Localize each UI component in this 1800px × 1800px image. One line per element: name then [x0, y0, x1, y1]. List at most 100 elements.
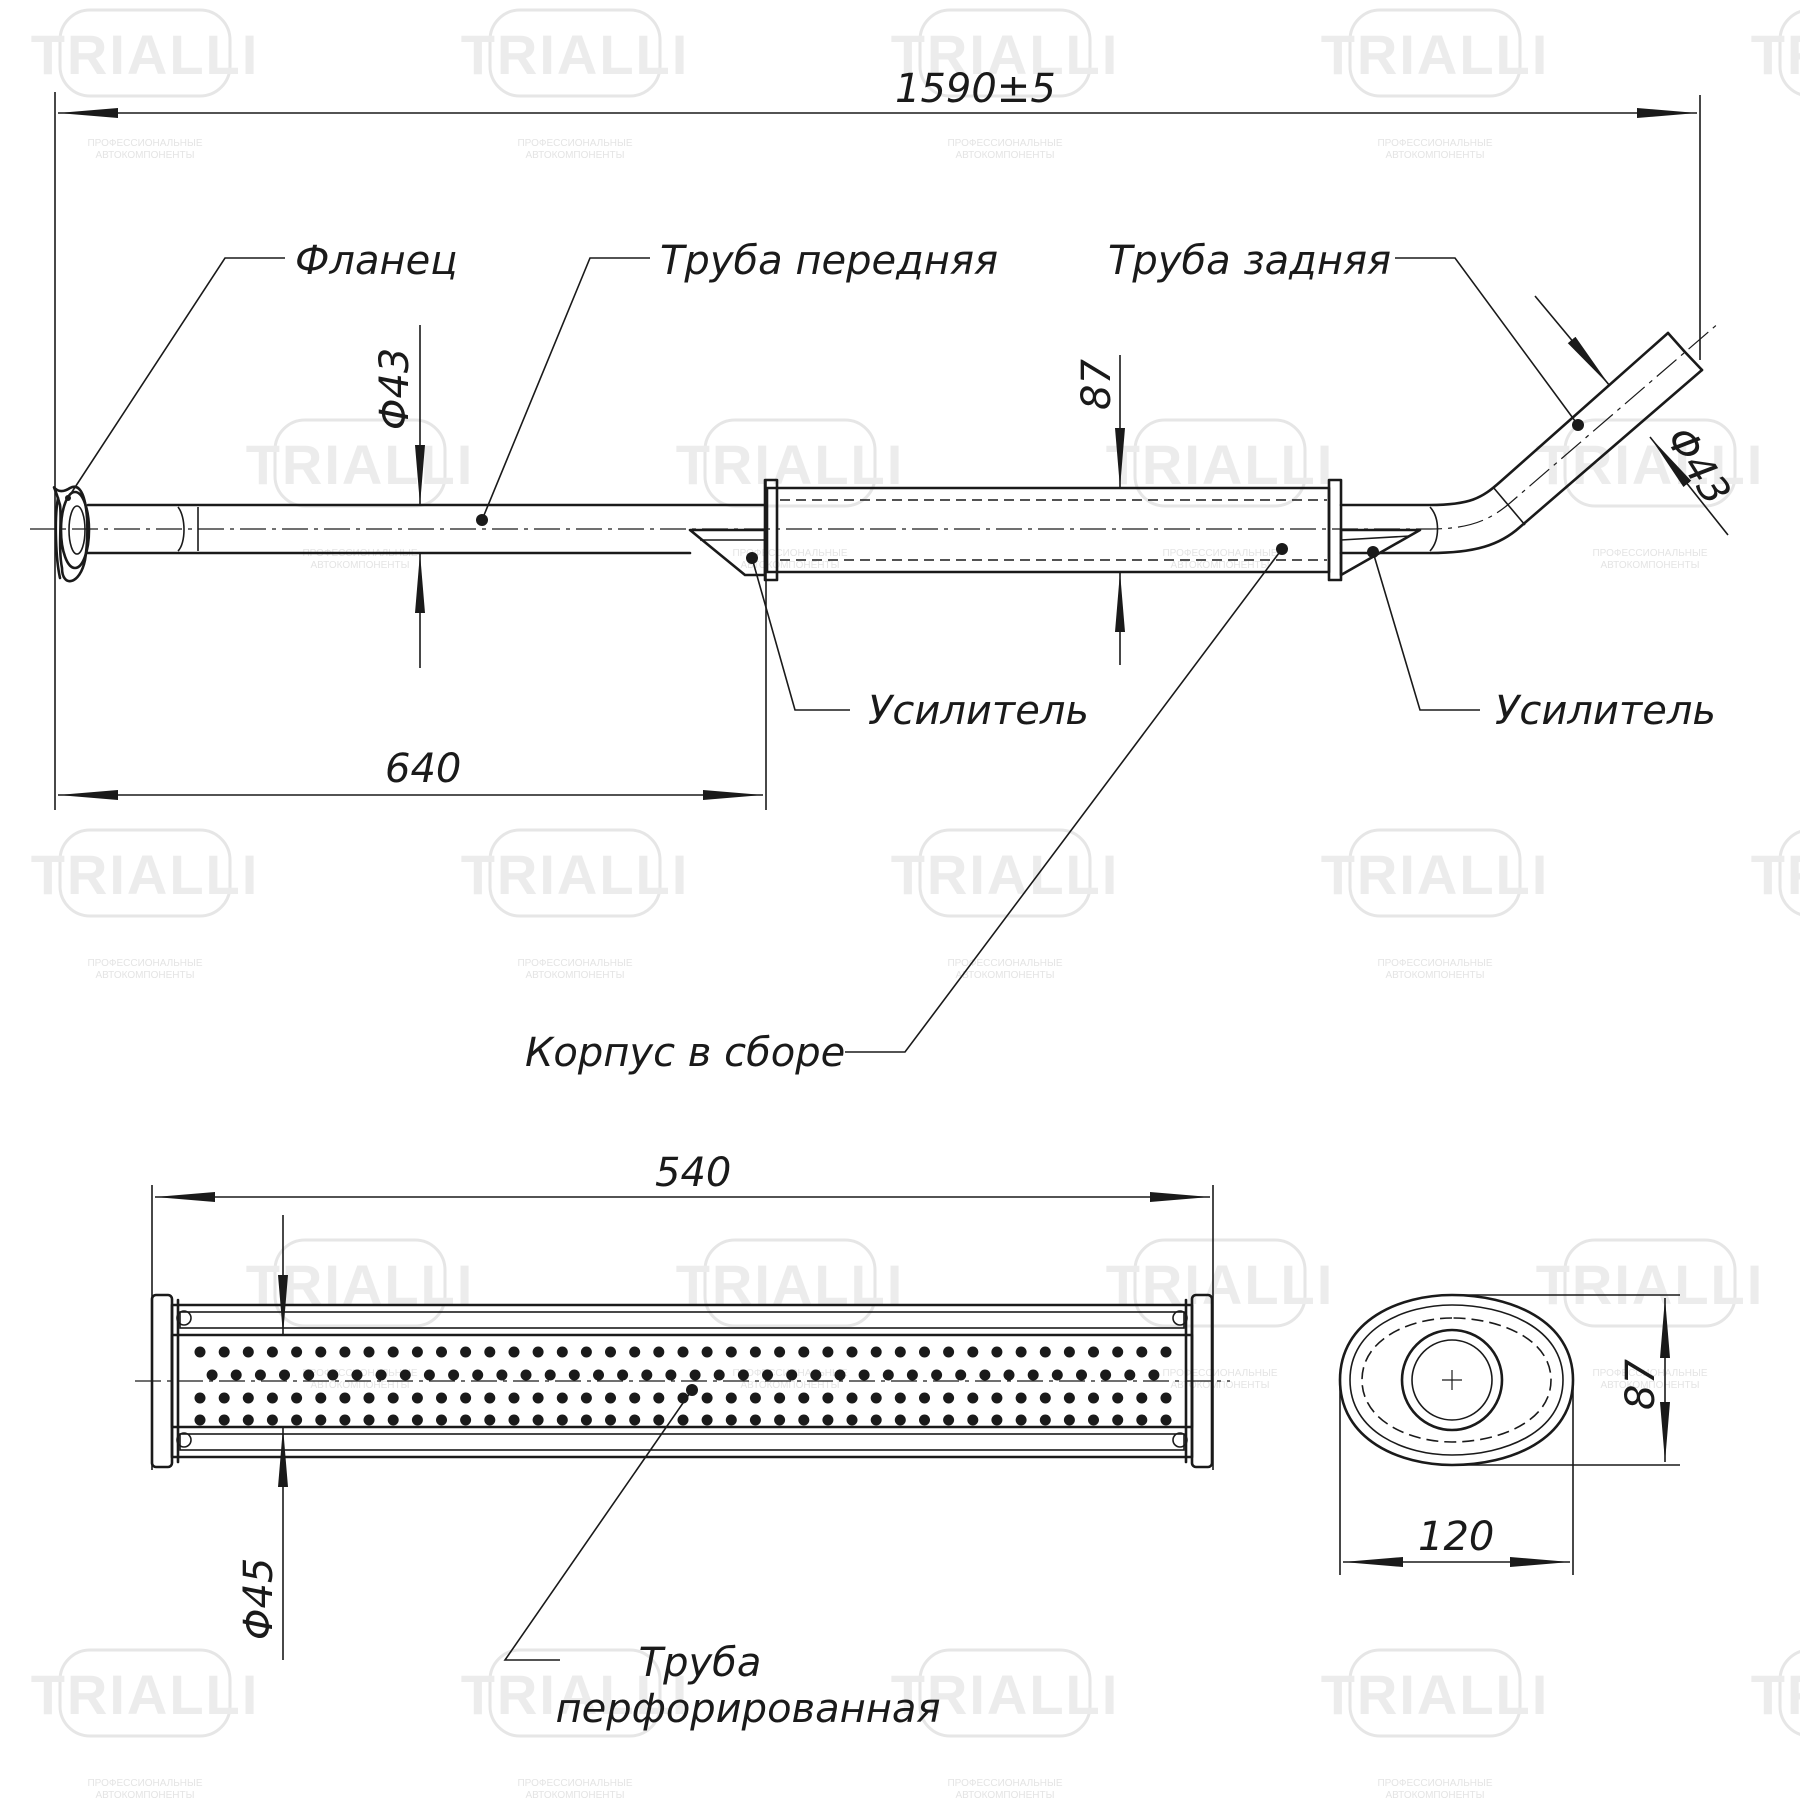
watermark-subtext: ПРОФЕССИОНАЛЬНЫЕ — [947, 138, 1062, 149]
perforation-hole — [291, 1414, 303, 1426]
perforation-hole — [846, 1392, 858, 1404]
watermark-text: TRIALLI — [1321, 843, 1550, 906]
perforation-hole — [725, 1392, 737, 1404]
perforation-hole — [532, 1392, 544, 1404]
label-reinforcement-left: Усилитель — [868, 688, 1089, 734]
perforation-hole — [556, 1392, 568, 1404]
upper-assembly-view: Фланец Труба передняя Труба задняя Усили… — [30, 66, 1739, 1076]
watermark-subtext: ПРОФЕССИОНАЛЬНЫЕ — [1377, 138, 1492, 149]
perforation-hole — [544, 1369, 556, 1381]
perforation-hole — [580, 1392, 592, 1404]
perforation-hole — [967, 1414, 979, 1426]
label-perforated-line1: Труба — [639, 1640, 762, 1686]
watermark-subtext: ПРОФЕССИОНАЛЬНЫЕ — [732, 548, 847, 559]
watermark-subtext: АВТОКОМПОНЕНТЫ — [1386, 970, 1485, 981]
perforation-hole — [774, 1392, 786, 1404]
perforation-hole — [822, 1392, 834, 1404]
watermark-text: TRIALLI — [31, 1663, 260, 1726]
perforation-hole — [677, 1392, 689, 1404]
perforation-hole — [194, 1414, 206, 1426]
perforation-hole — [556, 1346, 568, 1358]
perforation-hole — [436, 1414, 447, 1426]
watermark-text: TRIALLI — [1321, 23, 1550, 86]
watermark-text: TRIALLI — [246, 1253, 475, 1316]
perforation-hole — [1063, 1414, 1075, 1426]
perforation-hole — [1063, 1392, 1075, 1404]
perforation-hole — [484, 1392, 496, 1404]
perforation-hole — [1088, 1392, 1099, 1404]
perforation-hole — [242, 1392, 254, 1404]
perforation-hole — [943, 1414, 955, 1426]
perforation-holes — [194, 1346, 1172, 1426]
watermark-text: TRIALLI — [1536, 433, 1765, 496]
front-pipe-part — [86, 503, 767, 555]
perforation-hole — [919, 1414, 930, 1426]
perforation-hole — [206, 1369, 218, 1381]
reinforcement-left-part — [688, 528, 767, 577]
perforation-hole — [387, 1346, 399, 1358]
watermark-subtext: АВТОКОМПОНЕНТЫ — [741, 560, 840, 571]
watermark-subtext: АВТОКОМПОНЕНТЫ — [741, 1380, 840, 1391]
perforation-hole — [1027, 1369, 1039, 1381]
perforation-hole — [1112, 1392, 1124, 1404]
perforation-hole — [242, 1414, 254, 1426]
perforation-hole — [617, 1369, 629, 1381]
perforation-hole — [448, 1369, 460, 1381]
perforation-hole — [641, 1369, 653, 1381]
perforation-hole — [991, 1414, 1003, 1426]
perforation-hole — [508, 1346, 520, 1358]
perforation-hole — [1148, 1369, 1160, 1381]
perforation-hole — [943, 1392, 955, 1404]
perforation-hole — [701, 1392, 713, 1404]
watermark-text: TRIALLI — [891, 23, 1120, 86]
perforation-hole — [363, 1346, 375, 1358]
perforation-hole — [339, 1346, 351, 1358]
perforation-hole — [749, 1346, 761, 1358]
perforation-hole — [339, 1392, 351, 1404]
perforation-hole — [1112, 1346, 1124, 1358]
perforation-hole — [677, 1414, 689, 1426]
housing-part — [763, 478, 1343, 582]
perforation-hole — [629, 1414, 641, 1426]
watermark-subtext: ПРОФЕССИОНАЛЬНЫЕ — [947, 958, 1062, 969]
perforation-hole — [822, 1346, 834, 1358]
perforation-hole — [882, 1369, 894, 1381]
perforation-hole — [1015, 1414, 1027, 1426]
perforation-hole — [266, 1414, 278, 1426]
watermark-text: TRIALLI — [1751, 23, 1800, 86]
perforation-hole — [858, 1369, 870, 1381]
watermark-subtext: ПРОФЕССИОНАЛЬНЫЕ — [87, 138, 202, 149]
perforation-hole — [351, 1369, 363, 1381]
perforation-hole — [1160, 1346, 1172, 1358]
watermark-text: TRIALLI — [31, 23, 260, 86]
perforation-hole — [1015, 1346, 1027, 1358]
perforation-hole — [1112, 1414, 1124, 1426]
perforation-hole — [967, 1392, 979, 1404]
perforation-hole — [1136, 1392, 1148, 1404]
perforation-hole — [629, 1392, 641, 1404]
perforation-hole — [713, 1369, 725, 1381]
perforation-hole — [580, 1414, 592, 1426]
dim-front-pipe-diameter: Φ43 — [372, 348, 418, 430]
perforation-hole — [1088, 1414, 1099, 1426]
perforation-hole — [315, 1414, 327, 1426]
watermark-subtext: ПРОФЕССИОНАЛЬНЫЕ — [517, 138, 632, 149]
perforation-hole — [967, 1346, 979, 1358]
watermark-text: TRIALLI — [1751, 843, 1800, 906]
perforation-hole — [363, 1392, 375, 1404]
perforation-hole — [593, 1369, 604, 1381]
perforation-hole — [532, 1346, 544, 1358]
perforation-hole — [749, 1414, 761, 1426]
watermark-subtext: ПРОФЕССИОНАЛЬНЫЕ — [1377, 1778, 1492, 1789]
watermark-subtext: ПРОФЕССИОНАЛЬНЫЕ — [1162, 1368, 1277, 1379]
